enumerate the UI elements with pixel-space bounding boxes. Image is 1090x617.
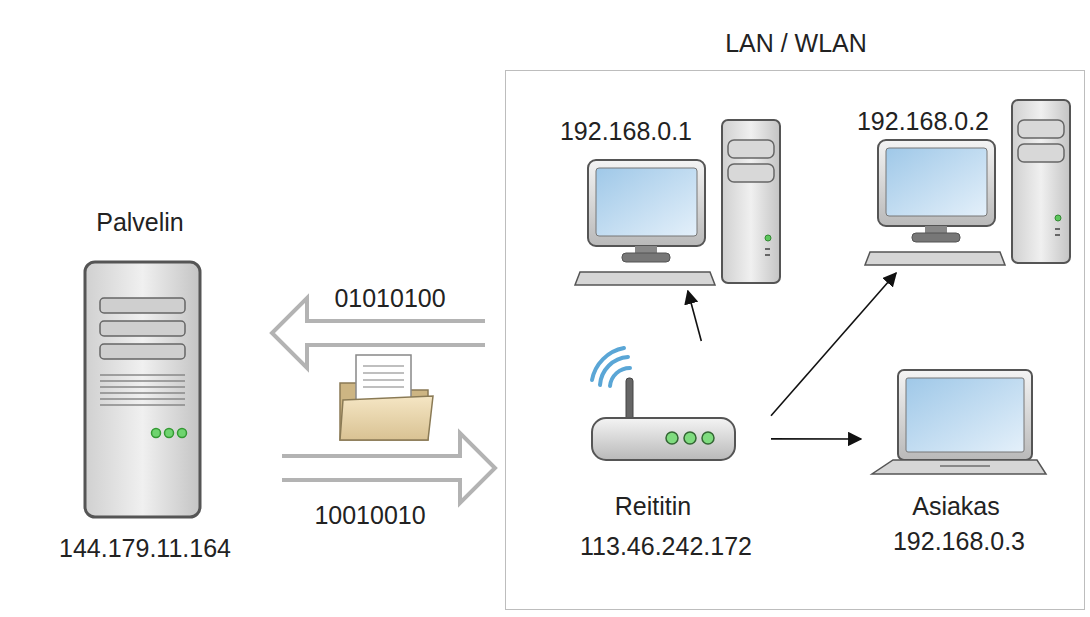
drive-bay: [100, 344, 185, 359]
folder-front: [340, 396, 433, 440]
binary-data-label: 01010100: [331, 284, 448, 313]
status-led: [152, 429, 161, 438]
status-led: [666, 432, 678, 444]
status-led: [702, 432, 714, 444]
laptop-icon: [872, 370, 1046, 474]
ip-address: 144.179.11.164: [59, 534, 231, 563]
status-led: [165, 429, 174, 438]
router-icon: [592, 348, 735, 460]
ip-address: 113.46.242.172: [580, 532, 752, 561]
computer-node: 192.168.0.2: [846, 93, 1081, 273]
laptop-lid: [898, 370, 1032, 460]
data-transfer-arrow: [282, 433, 495, 503]
connection-arrow: [688, 291, 701, 341]
laptop-base: [872, 460, 1046, 474]
device-name: Reititin: [615, 492, 691, 521]
antenna: [626, 378, 633, 422]
touchpad: [940, 465, 990, 467]
folder-icon: [340, 355, 433, 440]
server-icon: [85, 262, 200, 517]
ip-address: 192.168.0.3: [893, 527, 1025, 556]
status-led: [178, 429, 187, 438]
server-body: [85, 262, 200, 517]
router-node: Reititin 113.46.242.172: [566, 341, 771, 561]
device-name: Asiakas: [912, 492, 1000, 521]
computer-node: 192.168.0.1: [554, 109, 791, 291]
network-region: LAN / WLAN192.168.0.1192.168.0.2Reititin…: [505, 70, 1085, 610]
computer-icon: [575, 120, 780, 285]
wifi-wave: [592, 348, 624, 380]
client-node: Asiakas 192.168.0.3: [861, 366, 1061, 556]
region-heading: LAN / WLAN: [725, 29, 867, 58]
drive-bay: [100, 298, 185, 313]
binary-data-label: 10010010: [311, 501, 428, 530]
paper-lines: [363, 366, 404, 387]
ip-address: 192.168.0.1: [560, 117, 692, 146]
ip-address: 192.168.0.2: [857, 107, 989, 136]
laptop-screen: [906, 378, 1024, 452]
router-body: [592, 418, 735, 460]
status-led: [684, 432, 696, 444]
connection-arrow: [771, 273, 896, 416]
server-node: Palvelin 144.179.11.164: [40, 195, 250, 565]
connection-arrow: [771, 438, 861, 440]
device-name: Palvelin: [96, 208, 184, 237]
vent-lines: [100, 375, 185, 405]
drive-bay: [100, 321, 185, 336]
